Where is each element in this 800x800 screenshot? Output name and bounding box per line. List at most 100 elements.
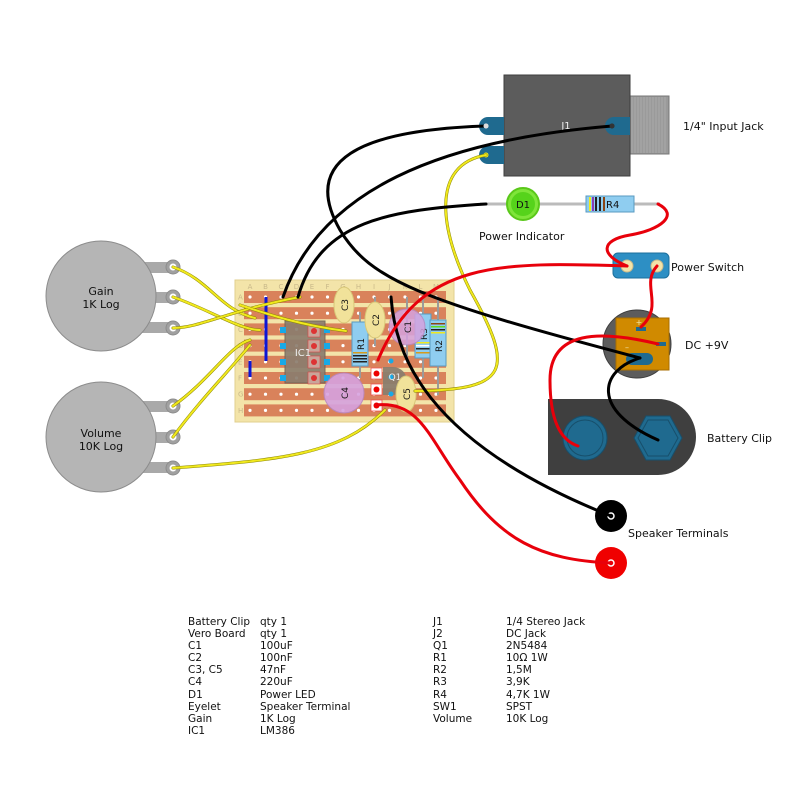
wire-red[interactable] [639,264,659,329]
wire-yellow[interactable] [172,296,261,331]
battery-snap-round[interactable] [562,415,608,461]
board-hole [310,392,314,396]
pot-lug [140,432,174,443]
pad-dot [311,328,317,334]
wire-red[interactable] [376,263,629,362]
wire-yellow[interactable] [172,344,251,438]
dc-jack[interactable]: + – [602,309,672,379]
c3-body [333,286,355,324]
column-label: K [403,283,408,291]
board-hole [387,311,392,315]
ic-pin [324,343,330,349]
pot-lug [140,462,174,473]
volume-name: Volume [81,427,122,440]
jack-lug-ring[interactable] [479,146,504,164]
capacitor-c5[interactable]: C5 [395,375,417,413]
resistor-r1[interactable]: R1 [351,312,369,378]
wire-red[interactable] [548,334,660,448]
input-jack-j1[interactable]: J1 [479,74,670,177]
board-hole [248,311,252,315]
wire-black[interactable] [281,124,614,299]
wire-yellow[interactable] [172,266,256,319]
resistor-r4[interactable]: R4 [585,195,660,213]
battery-clip[interactable] [548,399,696,475]
wire-yellow[interactable] [239,304,347,332]
board-hole [372,360,376,364]
jack-lug-tip[interactable] [605,117,630,135]
board-hole [279,311,283,315]
bom-value: 1/4 Stereo Jack [506,616,586,628]
board-hole [418,392,423,396]
j1-label: J1 [560,121,570,132]
bom-value: qty 1 [260,616,288,628]
ic-pin [280,359,286,365]
ic1[interactable]: IC1 [280,320,330,385]
board-hole [310,295,314,299]
capacitor-c4[interactable]: C4 [323,372,365,414]
wire-black[interactable] [389,295,613,518]
bom-part: Eyelet [188,700,221,713]
resistor-r2[interactable]: R2 [429,297,447,395]
wire-red[interactable] [374,403,613,565]
r2-body [429,319,447,367]
wire-black[interactable] [607,356,660,442]
ic-pin [324,327,330,333]
band [589,197,591,211]
capacitor-c2[interactable]: C2 [364,297,386,346]
led-d1[interactable]: D1 [480,187,588,221]
bom-part: R4 [433,688,447,701]
wire-yellow[interactable] [414,154,499,392]
board-hole [279,408,283,412]
column-label: B [263,283,268,291]
d1-label: D1 [516,200,530,211]
speaker-terminals-label: Speaker Terminals [628,527,729,540]
wire-red[interactable] [605,202,669,268]
band [595,197,597,211]
bom-value: 220uF [260,676,293,689]
pad-dot [311,375,317,381]
snap-hex-ring [637,419,679,457]
column-label: I [373,283,375,291]
band [416,348,430,350]
dc-pin-switch [656,342,666,346]
bom-value: 1,5M [506,664,532,677]
wire-black[interactable] [296,202,488,299]
gain-value: 1K Log [82,298,119,311]
battery-snap-hex[interactable] [633,415,683,461]
band [431,332,445,334]
c1-label: C1 [404,321,414,333]
q1-pin [388,358,394,364]
wire-yellow[interactable] [172,339,251,407]
bom-value: 10Ω 1W [506,652,548,665]
bom-part: J1 [433,616,443,628]
ic-pin [324,359,330,365]
board-hole [341,344,345,348]
volume-pot[interactable]: Volume 10K Log [45,381,181,493]
capacitor-c3[interactable]: C3 [333,286,355,324]
power-switch-label: Power Switch [671,261,744,274]
jack-lug-sleeve[interactable] [479,117,504,135]
wire-black[interactable] [326,124,642,360]
board-hole [325,408,330,412]
band [353,358,367,360]
bom-part: R1 [433,652,447,665]
dc-label: DC +9V [685,339,729,352]
board-hole [418,376,423,380]
bom-part: C2 [188,652,203,665]
board-hole [310,311,314,315]
gain-pot[interactable]: Gain 1K Log [45,240,181,352]
wire-yellow[interactable] [172,409,386,469]
pad-dot [311,343,317,349]
r4-body [585,195,635,213]
bom-part: Battery Clip [188,616,251,628]
wire-yellow[interactable] [172,296,301,329]
